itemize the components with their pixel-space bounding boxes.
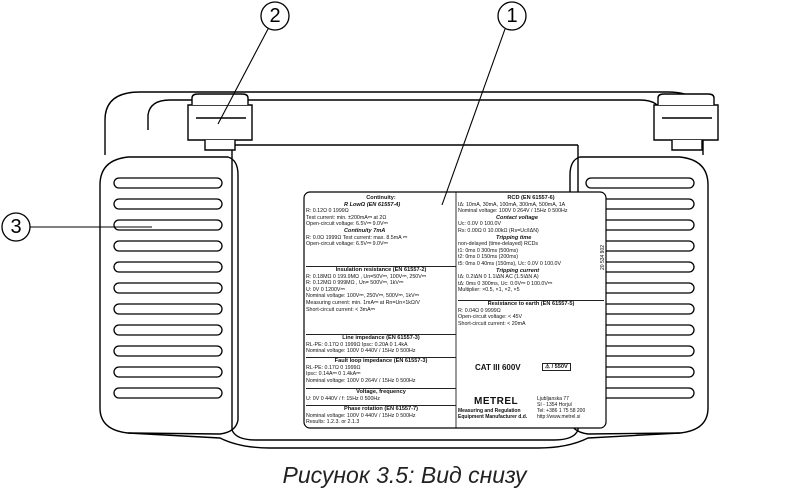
spec-line: Nominal voltage: 100V 0 264V / 15Hz 0 50… [458,208,568,215]
spec-line: Results: 1.2.3. or 2.1.3 [306,419,360,426]
callout-1: 1 [506,5,518,27]
spec-line: t1: 0ms 0 300ms (500ms) [458,247,519,254]
spec-line: Ipsc: 0.14A⎓ 0 1.4kA⎓ [306,371,361,378]
spec-heading: R LowΩ (EN 61557-4) [344,201,401,208]
address-line: http://www.metrel.si [537,414,581,420]
instrument-body [99,156,709,449]
callout-1-circle [497,1,527,31]
spec-line: t5: 0ms 0 40ms (150ms), Uc: 0.0V 0 100.0… [458,260,562,267]
spec-line: R: 0.12Ω 0 1999Ω [306,208,349,215]
spec-heading: RCD (EN 61557-6) [507,195,555,201]
spec-line: Nominal voltage: 100V 0 440V / 15Hz 0 50… [306,412,416,419]
spec-line: Measuring current: min. 1mA⎓ at Rn=Un×1k… [306,299,420,306]
spec-heading: Voltage, frequency [356,389,406,395]
spec-line: Test current: min. ±200mA⎓ at 2Ω [306,214,387,221]
spec-line: t2: 0ms 0 150ms (200ms) [458,254,519,261]
spec-heading: Contact voltage [496,214,538,221]
brand-subtitle: Measuring and Regulation Equipment Manuf… [458,408,527,420]
brand-subtitle-line: Measuring and Regulation [458,408,521,414]
spec-line: Nominal voltage: 100V 0 264V / 15Hz 0 50… [306,377,416,384]
spec-line: tΔ: 0ms 0 300ms, Uc: 0.0V⎓ 0 100.0V⎓ [458,280,553,287]
spec-line: RL-PE: 0.17Ω 0 1999Ω Ipsc: 0.20A 0 1.4kA [306,341,408,348]
spec-block: Resistance to earth (EN 61557-5)R: 0.04Ω… [458,300,604,329]
spec-heading: Line impedance (EN 61557-3) [342,335,420,341]
spec-label-frame [303,191,607,429]
spec-line: RL-PE: 0.17Ω 0 1999Ω [306,364,361,371]
spec-line: Open-circuit voltage: < 45V [458,314,523,321]
spec-line: R: 0.04Ω 0 9999Ω [458,307,501,314]
spec-block: Line impedance (EN 61557-3)RL-PE: 0.17Ω … [306,334,456,357]
left-strap-buckle [187,93,253,151]
spec-line: R: 0.12MΩ 0 999MΩ , Un= 500V⎓, 1kV⎓ [306,280,404,287]
warning-symbol: ⚠ / 550V [542,363,571,371]
address-line: Ljubljanska 77 [537,396,569,402]
spec-line: IΔ: 0.2IΔN 0 1.1IΔN AC (1.5IΔN A) [458,274,539,281]
spec-line: U: 0V 0 1200V⎓ [306,286,345,293]
spec-line: R: 0.0Ω 1999Ω Test current: max. 8.5mA ⎓ [306,234,408,241]
spec-heading: Fault loop impedance (EN 61557-3) [334,358,428,364]
spec-heading: Continuity 7mA [344,227,386,234]
spec-line: IΔ: 10mA, 30mA, 100mA, 300mA, 500mA, 1A [458,201,566,208]
spec-heading: Continuity: [366,195,396,201]
spec-heading: Tripping time [496,234,532,241]
spec-line: R: 0.18MΩ 0 199.9MΩ , Un=50V⎓, 100V⎓, 25… [306,273,426,280]
spec-line: Short-circuit current: < 20mA [458,320,526,327]
spec-line: Nominal voltage: 100V 0 440V / 15Hz 0 50… [306,348,416,355]
spec-line: Multiplier: ×0.5, ×1, ×2, ×5 [458,287,520,294]
spec-line: non-delayed (time-delayed) RCDs [458,241,539,248]
left-grip-housing [127,156,239,435]
left-grip-slots [113,177,223,399]
address-block: Ljubljanska 77 SI - 1354 Horjul Tel: +38… [537,396,585,420]
spec-block: Fault loop impedance (EN 61557-3)RL-PE: … [306,357,456,388]
address-line: SI - 1354 Horjul [537,402,572,408]
right-strap-buckle [653,93,719,151]
spec-line: Nominal voltage: 100V⎓, 250V⎓, 500V⎓, 1k… [306,293,419,300]
spec-line: U: 0V 0 440V / f: 15Hz 0 500Hz [306,395,380,402]
callout-1-leader [441,28,506,206]
callout-2-circle [260,1,290,31]
spec-block: RCD (EN 61557-6)IΔ: 10mA, 30mA, 100mA, 3… [458,195,604,299]
spec-line: Uc: 0.0V 0 100.0V [458,221,501,228]
spec-line: Rs: 0.00Ω 0 10.00kΩ (Rs=Uc/IΔN) [458,227,539,234]
recessed-panel [231,145,579,441]
callout-3: 3 [10,216,22,238]
spec-heading: Phase rotation (EN 61557-7) [344,406,418,412]
callout-2-leader [217,28,269,125]
right-grip-slots [585,177,695,399]
cat-rating: CAT III 600V [475,363,521,372]
spec-block: Phase rotation (EN 61557-7)Nominal volta… [306,405,456,436]
spec-heading: Resistance to earth (EN 61557-5) [487,301,575,307]
spec-label: Continuity:R LowΩ (EN 61557-4)R: 0.12Ω 0… [304,192,606,428]
address-line: Tel: +386 1 75 58 200 [537,408,586,414]
spec-line: Open-circuit voltage: 6.5V⎓ 9.0V⎓ [306,241,388,248]
spec-block: Insulation resistance (EN 61557-2)R: 0.1… [306,266,456,334]
callout-2: 2 [269,5,281,27]
spec-heading: Insulation resistance (EN 61557-2) [335,267,427,273]
brand-subtitle-line: Equipment Manufacturer d.d. [458,414,528,420]
spec-line: Short-circuit current: < 3mA⎓ [306,306,375,313]
figure-caption: Рисунок 3.5: Вид снизу [282,462,527,488]
spec-heading: Tripping current [496,267,540,274]
spec-block: Continuity:R LowΩ (EN 61557-4)R: 0.12Ω 0… [306,195,456,265]
serial-number: 20 534 902 [600,244,606,270]
brand-name: METREL [474,396,519,407]
spec-line: Open-circuit voltage: 6.5V⎓ 9.0V⎓ [306,221,388,228]
